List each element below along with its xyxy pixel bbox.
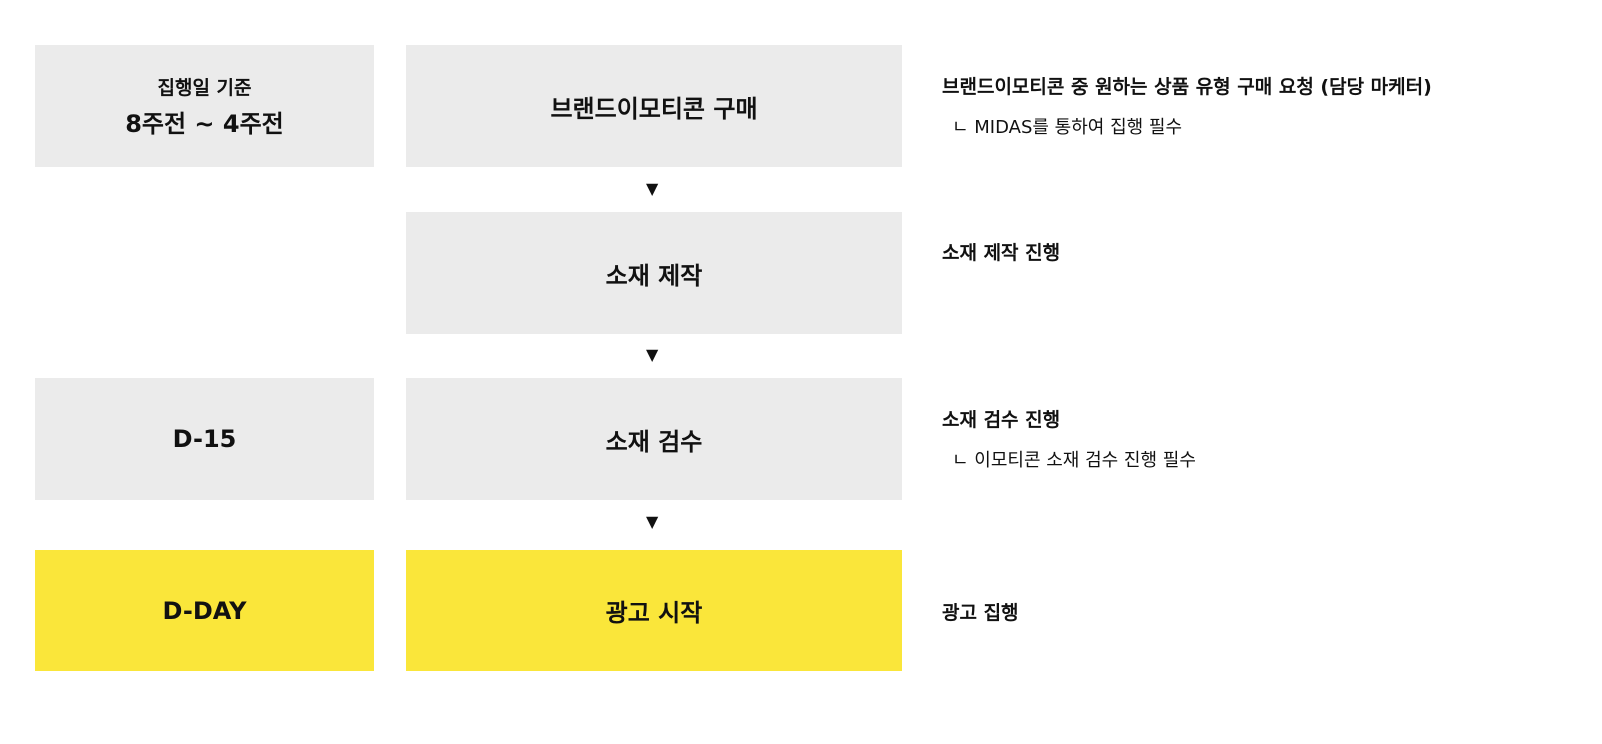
timing-box-dday: D-DAY — [35, 550, 374, 671]
step-box-review: 소재 검수 — [406, 378, 902, 500]
note-title: 소재 검수 진행 — [942, 409, 1061, 431]
timing-label: 집행일 기준 — [157, 77, 252, 99]
arrow-down-icon: ▼ — [646, 345, 659, 364]
step-box-production: 소재 제작 — [406, 212, 902, 334]
note-title: 광고 집행 — [942, 602, 1019, 624]
note-2: 소재 제작 진행 — [942, 238, 1060, 265]
note-title: 브랜드이모티콘 중 원하는 상품 유형 구매 요청 (담당 마케터) — [942, 76, 1432, 98]
arrow-down-icon: ▼ — [646, 512, 659, 531]
note-title: 소재 제작 진행 — [942, 242, 1061, 264]
note-sub: ㄴ MIDAS를 통하여 집행 필수 — [952, 117, 1183, 138]
note-1: 브랜드이모티콘 중 원하는 상품 유형 구매 요청 (담당 마케터) ㄴ MID… — [942, 72, 1432, 139]
note-sub: ㄴ 이모티콘 소재 검수 진행 필수 — [952, 450, 1196, 471]
timing-box-1: 집행일 기준 8주전 ~ 4주전 — [35, 45, 374, 167]
note-4: 광고 집행 — [942, 598, 1019, 625]
timing-value: 8주전 ~ 4주전 — [125, 110, 284, 138]
step-box-purchase: 브랜드이모티콘 구매 — [406, 45, 902, 167]
timing-box-d15: D-15 — [35, 378, 374, 500]
arrow-down-icon: ▼ — [646, 179, 659, 198]
step-box-ad-start: 광고 시작 — [406, 550, 902, 671]
note-3: 소재 검수 진행 ㄴ 이모티콘 소재 검수 진행 필수 — [942, 405, 1196, 472]
